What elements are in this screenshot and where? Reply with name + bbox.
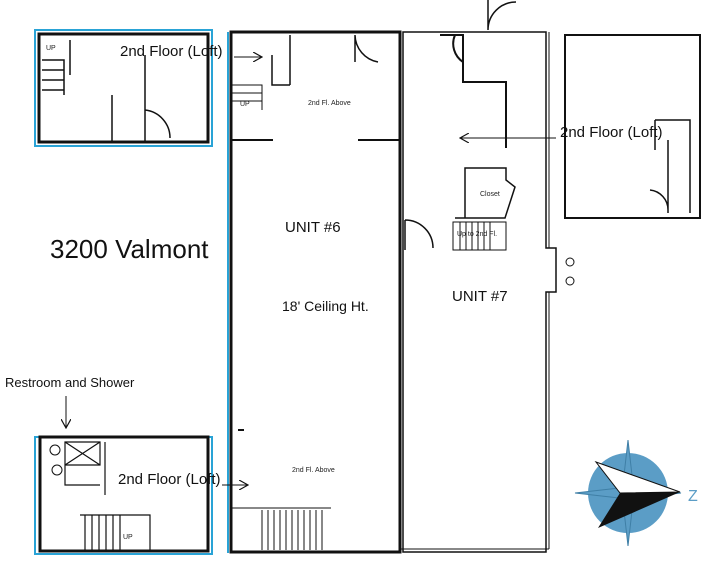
second-floor-above-label-bottom: 2nd Fl. Above: [292, 467, 335, 474]
unit-7-label: UNIT #7: [452, 288, 508, 305]
compass-letter: Z: [688, 488, 698, 505]
unit-7-plan: Closet Up to 2nd Fl. UNIT #7: [399, 0, 575, 553]
loft-label-top: 2nd Floor (Loft): [120, 43, 223, 60]
loft-label-right: 2nd Floor (Loft): [560, 124, 663, 141]
unit-6-label: UNIT #6: [285, 219, 341, 236]
second-floor-above-label: 2nd Fl. Above: [308, 100, 351, 107]
compass-rose: Z: [574, 439, 698, 547]
stair-up-label: UP: [46, 45, 56, 52]
stair-label: Up to 2nd Fl.: [457, 231, 497, 238]
loft-plan-unit6-bottom: Restroom and Shower UP 2nd Floor (Loft): [5, 375, 248, 555]
loft-label-bottom: 2nd Floor (Loft): [118, 471, 221, 488]
loft-plan-unit7: 2nd Floor (Loft): [460, 34, 701, 219]
stair-up-label: UP: [123, 534, 133, 541]
closet-label: Closet: [480, 191, 500, 198]
restroom-label: Restroom and Shower: [5, 375, 135, 390]
stair-up-label: UP: [240, 101, 250, 108]
ceiling-height-label: 18' Ceiling Ht.: [282, 298, 369, 314]
building-title: 3200 Valmont: [50, 234, 209, 264]
loft-plan-unit6-top: UP 2nd Floor (Loft): [34, 29, 262, 147]
unit-6-plan: UP 2nd Fl. Above UNIT #6 18' Ceiling Ht.…: [227, 30, 402, 554]
